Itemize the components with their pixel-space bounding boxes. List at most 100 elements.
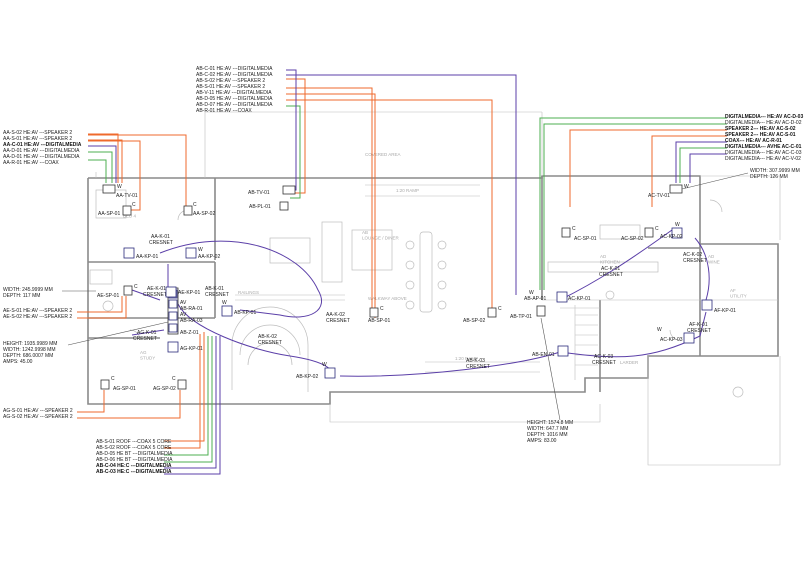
aa-sp1-label: AA-SP-01 [98, 211, 120, 217]
legend-left-line: AA-C-01 HE:AV ---DIGITALMEDIA [3, 142, 82, 148]
af-k-label: AF-K-01 [689, 322, 708, 328]
ac-kp2-label: AC-KP-02 [660, 234, 683, 240]
af-k-cresnet: CRESNET [687, 328, 711, 334]
railings-label: RAILINGS [238, 290, 259, 295]
ac-sp2-label: AC-SP-02 [621, 236, 644, 242]
ab-ap-keypad-icon [556, 291, 568, 303]
legend-ag: AG-S-01 HE:AV ---SPEAKER 2 AG-S-02 HE:AV… [3, 408, 73, 420]
ac-k03-label: AC-K-03 [594, 354, 613, 360]
legend-bottom-line: AB-D-06 HE BT ---DIGITALMEDIA [96, 457, 173, 463]
legend-right-line: DIGITALMEDIA--- AVHE AC-C-01 [725, 144, 802, 150]
legend-top-line: AB-R-01 HE:AV ---COAX [196, 108, 252, 114]
ab-k01-label: AB-K-01 [205, 286, 224, 292]
ac-tv-icon [669, 184, 683, 194]
svg-text:C: C [572, 226, 576, 232]
covered-area-label: COVERED AREA [365, 152, 401, 157]
aa-kp02-keypad-icon [185, 247, 197, 259]
ac-sp1-label: AC-SP-01 [574, 236, 597, 242]
svg-text:W: W [675, 222, 680, 228]
media-cables [88, 105, 727, 463]
aa-kp02-label: AA-KP-02 [198, 254, 220, 260]
ab-k01-cresnet: CRESNET [205, 292, 229, 298]
tp-spec-line: WIDTH: 647.7 MM [527, 426, 568, 432]
ab-kp02-label: AB-KP-02 [296, 374, 318, 380]
legend-right-line: SPEAKER 2--- HE:AV AC-S-01 [725, 132, 796, 138]
aa-k01-label: AA-K-01 [151, 234, 170, 240]
legend-left-line: AA-S-02 HE:AV ---SPEAKER 2 [3, 130, 72, 136]
svg-text:C: C [172, 376, 176, 382]
ab-kp01-label: AB-KP-01 [234, 310, 256, 316]
legend-bottom-line: AB-S-01 ROOF ---COAX 5 CORE [96, 439, 172, 445]
ab-tp-icon [536, 305, 546, 317]
legend-bottom-line: AB-S-02 ROOF ---COAX 5 CORE [96, 445, 172, 451]
svg-text:C: C [193, 202, 197, 208]
aa-sp2-speaker-icon [183, 205, 193, 216]
legend-bottom: AB-S-01 ROOF ---COAX 5 CORE AB-S-02 ROOF… [96, 439, 173, 475]
svg-text:W: W [684, 184, 689, 190]
ae-spec-line: WIDTH: 245.9999 MM [3, 287, 53, 293]
legend-top-line: AB-D-05 HE:AV ---DIGITALMEDIA [196, 96, 273, 102]
legend-bottom-line: AB-D-05 HE BT ---DIGITALMEDIA [96, 451, 173, 457]
legend-right: DIGITALMEDIA--- HE:AV AC-D-03 DIGITALMED… [725, 114, 803, 162]
legend-top-line: AB-D-07 HE:AV ---DIGITALMEDIA [196, 102, 273, 108]
rack-spec-line: HEIGHT: 1935.9989 MM [3, 341, 57, 347]
ac-k03-cresnet: CRESNET [592, 360, 616, 366]
legend-bottom-line: AB-C-03 HE:C ---DIGITALMEDIA [96, 469, 172, 475]
legend-top-line: AB-S-01 HE:AV ---SPEAKER 2 [196, 84, 265, 90]
ag-sp2-speaker-icon [177, 379, 187, 390]
ab-sp1-label: AB-SP-01 [368, 318, 390, 324]
larder-label: LARDER [620, 360, 639, 365]
ag-kp-keypad-icon [167, 341, 179, 353]
ac-k01-label: AC-K-01 [601, 266, 620, 272]
ab-ra-label: AB-RA-01 [180, 306, 203, 312]
svg-text:C: C [111, 376, 115, 382]
svg-text:C: C [655, 226, 659, 232]
legend-left-line: AA-D-01 HE:AV ---DIGITALMEDIA [3, 148, 80, 154]
ae-sp-label: AE-SP-01 [97, 293, 119, 299]
legend-right-line: DIGITALMEDIA--- HE:AV AC-C-03 [725, 150, 802, 156]
legend-top-line: AB-V-11 HE:AV ---DIGITALMEDIA [196, 90, 272, 96]
legend-left-line: AA-S-01 HE:AV ---SPEAKER 2 [3, 136, 72, 142]
legend-ag-line: AG-S-01 HE:AV ---SPEAKER 2 [3, 408, 73, 414]
ab-k02-cresnet: CRESNET [258, 340, 282, 346]
ac-kp01-label: AC-KP-01 [568, 296, 591, 302]
aa-k02-label: AA-K-02 [326, 312, 345, 318]
ab-kp01-keypad-icon [221, 305, 233, 317]
ac-sp1-speaker-icon [561, 227, 571, 238]
ramp-bottom-label: 1:20 RAMP [455, 356, 478, 361]
ae-k-cresnet: CRESNET [143, 292, 167, 298]
legend-left: AA-S-02 HE:AV ---SPEAKER 2 AA-S-01 HE:AV… [3, 130, 82, 166]
legend-ae-line: AE-S-02 HE:AV ---SPEAKER 2 [3, 314, 72, 320]
legend-right-line: DIGITALMEDIA--- HE:AV AC-V-02 [725, 156, 801, 162]
aa-sp2-label: AA-SP-02 [193, 211, 215, 217]
ab-tv-label: AB-TV-01 [248, 190, 270, 196]
legend-right-line: DIGITALMEDIA--- HE:AV AC-D-03 [725, 114, 803, 120]
af-kp-label: AF-KP-01 [714, 308, 736, 314]
ae-spec-line: DEPTH: 117 MM [3, 293, 40, 299]
ae-kp-keypad-icon [165, 286, 177, 298]
ac-kp03-keypad-icon [683, 332, 695, 344]
legend-left-line: AA-D-01 HE:AV ---DIGITALMEDIA [3, 154, 80, 160]
ab-pl-icon [279, 201, 289, 211]
ac-k01-cresnet: CRESNET [599, 272, 623, 278]
aa-k02-cresnet: CRESNET [326, 318, 350, 324]
ab-zo-label: AB-Z-01 [180, 330, 199, 336]
aa-sp1-speaker-icon [122, 205, 132, 216]
tp-spec-line: AMPS: 83.00 [527, 438, 557, 444]
ab-k03-label: AB-K-03 [466, 358, 485, 364]
ab-av2-icon [168, 311, 178, 321]
speaker-cables [77, 78, 727, 449]
ac-kp2-keypad-icon [671, 227, 683, 239]
ag-k-cresnet: CRESNET [133, 336, 157, 342]
af-kp-keypad-icon [701, 299, 713, 311]
ae-speaker-icon [123, 285, 133, 296]
svg-text:W: W [117, 184, 122, 190]
ab-sp1-speaker-icon [369, 307, 379, 318]
svg-text:AV: AV [180, 312, 187, 318]
tp-spec-line: DEPTH: 1016 MM [527, 432, 568, 438]
